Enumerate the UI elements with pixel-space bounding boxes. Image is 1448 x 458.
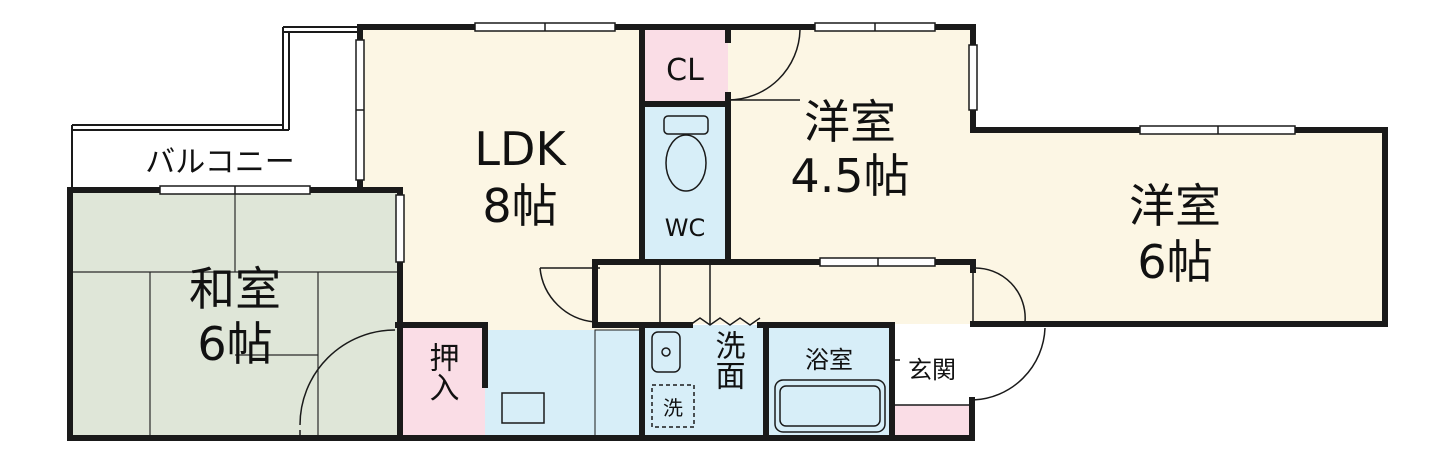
yoshitsu1-size: 4.5帖 [790,149,909,203]
bathroom-floor [766,325,892,438]
oshiire-label: 押入 [424,342,459,402]
yoshitsu2-name: 洋室 [1129,179,1221,233]
closet-floor [642,30,728,102]
toilet-label: WC [665,214,706,242]
closet-label: CL [666,53,704,88]
kitchen-floor [485,330,642,438]
washitsu-name: 和室 [189,262,281,316]
floor-fills [70,30,1385,438]
genkan-floor [892,325,972,405]
fixtures [501,115,972,439]
ldk-name: LDK [474,122,567,176]
bathtub [774,379,886,433]
toilet-floor [642,104,728,262]
washer-label: 洗 [663,396,683,420]
kitchen-counter [594,329,641,439]
kitchen-sink [501,392,545,424]
oshiire-floor [398,325,485,438]
ldk-size: 8帖 [482,179,557,233]
yoshitsu1-name: 洋室 [804,95,896,149]
yoshitsu2-size: 6帖 [1137,235,1212,289]
yoshitsu2-floor [973,130,1385,324]
toilet-tank [663,115,709,135]
genkan-step [892,405,972,438]
balcony-floor [72,30,362,190]
washer-space [651,384,695,428]
senmen-floor [642,325,766,438]
room-labels: LDK 8帖 洋室 4.5帖 洋室 6帖 和室 6帖 バルコニー CL WC 押… [145,53,1221,420]
washbasin [651,331,681,373]
corridor-floor [595,262,973,324]
doors [299,29,1046,438]
balcony-label: バルコニー [145,145,294,180]
senmen-label: 洗面 [710,330,745,390]
genkan-label: 玄関 [908,356,956,384]
tatami-lines [70,190,400,438]
walls [67,24,1388,441]
balcony-rail [71,26,360,190]
bathroom-label: 浴室 [805,346,853,374]
toilet-bowl [665,134,707,192]
windows [159,22,1296,267]
yoshitsu1-floor [728,30,973,264]
washitsu-size: 6帖 [197,317,272,371]
